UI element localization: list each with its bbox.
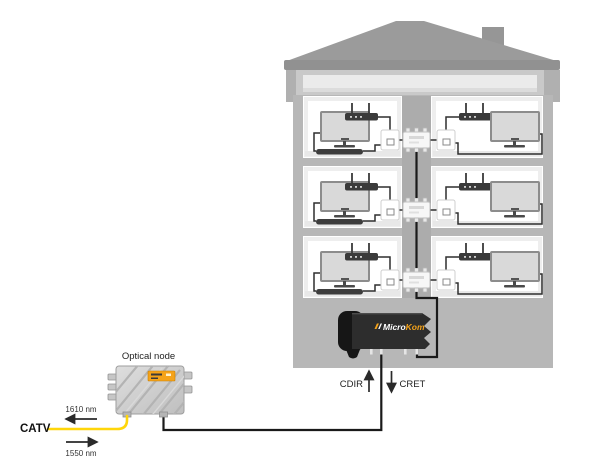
brand-text: MicroKom — [383, 322, 425, 332]
amplifier-port — [370, 349, 373, 355]
brand-kom: Kom — [406, 322, 425, 332]
catv-label: CATV — [20, 423, 51, 435]
riser-cable-loop — [415, 292, 439, 359]
amplifier-device: MicroKom — [338, 311, 431, 359]
amplifier-port — [404, 349, 407, 355]
optical-node-label: Optical node — [122, 351, 175, 362]
attic-panel — [303, 75, 537, 92]
attic-panel-shadow — [303, 88, 537, 92]
amplifier-highlight — [352, 313, 422, 315]
amplifier-body — [352, 313, 431, 349]
logo-glyph — [378, 323, 382, 329]
amplifier-foot — [345, 347, 361, 359]
roof — [284, 21, 560, 62]
optical-node-device — [107, 365, 193, 418]
cdir-label: CDIR — [340, 379, 363, 390]
cret-label: CRET — [400, 379, 426, 390]
wavelength-1550-label: 1550 nm — [65, 449, 96, 458]
wavelength-1610-label: 1610 nm — [65, 405, 96, 414]
amplifier-port — [415, 349, 419, 355]
attic-corbel-right — [542, 70, 560, 102]
brand-micro: Micro — [383, 322, 406, 332]
amplifier-port — [380, 349, 383, 355]
logo-glyph — [374, 323, 379, 329]
coax-drop-cable — [162, 351, 383, 432]
node-coax-port — [159, 411, 168, 418]
fiber-cable — [46, 414, 129, 431]
node-status-label — [147, 370, 176, 382]
eave-band — [284, 60, 560, 70]
microkom-logo: MicroKom — [374, 322, 425, 332]
